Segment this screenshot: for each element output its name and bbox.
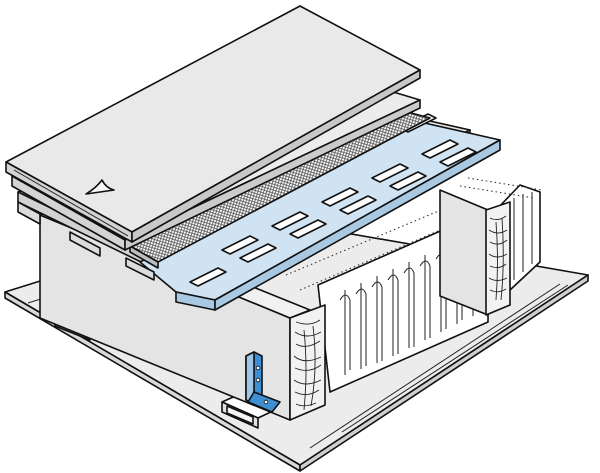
timber-end-grain-icon: [488, 215, 508, 301]
finished-floor-top: [5, 5, 421, 243]
joist-hanger-icon: [245, 351, 281, 413]
layer-edges: [17, 201, 155, 281]
timber-joist-back: [439, 189, 511, 316]
timber-end-grain-icon: [293, 319, 322, 411]
